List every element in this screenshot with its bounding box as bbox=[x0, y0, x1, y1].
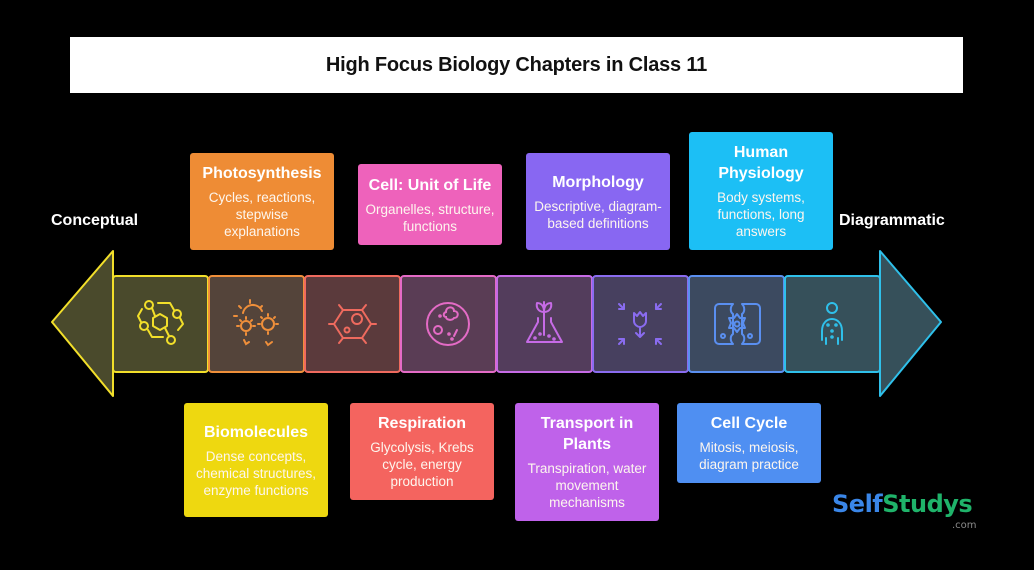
chapter-card-biomolecules: Biomolecules Dense concepts, chemical st… bbox=[184, 403, 328, 517]
molecule-chain-icon bbox=[137, 300, 184, 345]
logo-part-studys: Studys bbox=[882, 490, 973, 518]
segment-8 bbox=[784, 275, 881, 373]
segment-4 bbox=[400, 275, 497, 373]
page-title: High Focus Biology Chapters in Class 11 bbox=[325, 53, 708, 76]
segment-5 bbox=[496, 275, 593, 373]
chapter-card-photosynthesis: Photosynthesis Cycles, reactions, stepwi… bbox=[190, 153, 334, 250]
human-body-icon bbox=[821, 302, 843, 345]
segment-7 bbox=[688, 275, 785, 373]
chapter-card-transport-in-plants: Transport in Plants Transpiration, water… bbox=[515, 403, 659, 521]
card-title: Photosynthesis bbox=[202, 165, 322, 182]
selfstudys-logo: SelfStudys bbox=[832, 490, 973, 518]
left-axis-label: Conceptual bbox=[51, 212, 139, 229]
card-title: Cell Cycle bbox=[710, 415, 788, 432]
chapter-card-cell-unit-of-life: Cell: Unit of Life Organelles, structure… bbox=[358, 164, 502, 245]
segment-2 bbox=[208, 275, 305, 373]
segment-3 bbox=[304, 275, 401, 373]
chapter-card-cell-cycle: Cell Cycle Mitosis, meiosis, diagram pra… bbox=[677, 403, 821, 483]
card-description: Descriptive, diagram-based definitions bbox=[534, 198, 662, 231]
segment-6 bbox=[592, 275, 689, 373]
card-description: Cycles, reactions, stepwise explanations bbox=[208, 190, 316, 239]
card-description: Organelles, structure, functions bbox=[365, 201, 495, 234]
card-title: Human Physiology bbox=[718, 144, 804, 182]
logo-part-self: Self bbox=[832, 490, 883, 518]
card-description: Mitosis, meiosis, diagram practice bbox=[699, 440, 799, 472]
flower-arrows-icon bbox=[618, 303, 662, 345]
card-description: Dense concepts, chemical structures, enz… bbox=[195, 448, 317, 498]
segment-1 bbox=[112, 275, 209, 373]
card-description: Body systems, functions, long answers bbox=[717, 190, 805, 239]
card-title: Transport in Plants bbox=[540, 415, 634, 453]
card-description: Glycolysis, Krebs cycle, energy producti… bbox=[370, 440, 474, 489]
card-title: Respiration bbox=[377, 415, 466, 432]
title-banner: High Focus Biology Chapters in Class 11 bbox=[70, 37, 963, 93]
card-description: Transpiration, water movement mechanisms bbox=[527, 461, 647, 510]
card-title: Biomolecules bbox=[203, 423, 309, 441]
plant-cell-icon bbox=[328, 304, 377, 344]
flask-sprout-icon bbox=[526, 301, 563, 343]
chapter-card-morphology: Morphology Descriptive, diagram-based de… bbox=[526, 153, 670, 250]
card-title: Cell: Unit of Life bbox=[368, 176, 492, 194]
left-arrowhead bbox=[51, 250, 114, 397]
logo-domain-suffix: .com bbox=[952, 520, 977, 531]
right-arrowhead bbox=[879, 250, 942, 397]
right-axis-label: Diagrammatic bbox=[839, 212, 945, 229]
petri-cell-icon bbox=[426, 302, 470, 346]
cell-division-icon bbox=[714, 303, 761, 345]
chapter-card-respiration: Respiration Glycolysis, Krebs cycle, ene… bbox=[350, 403, 494, 500]
card-title: Morphology bbox=[552, 173, 644, 191]
sun-flowers-icon bbox=[233, 299, 279, 347]
chapter-card-human-physiology: Human Physiology Body systems, functions… bbox=[689, 132, 833, 250]
